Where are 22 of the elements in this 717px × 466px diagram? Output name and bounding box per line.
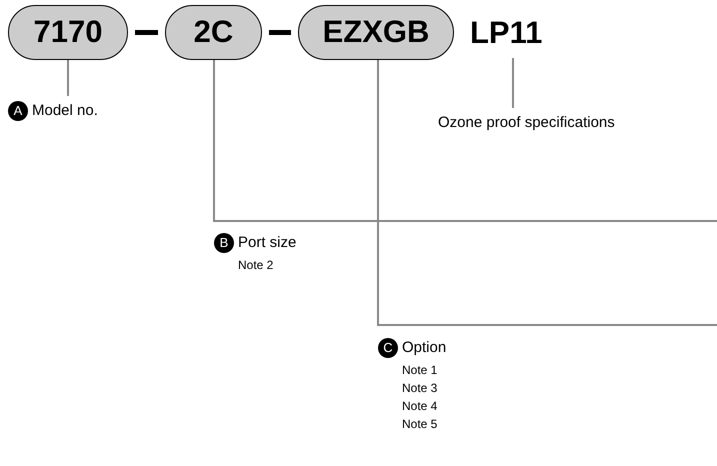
note-reference: Note 3	[402, 380, 438, 397]
code-segment-pill: 2C	[165, 5, 262, 60]
hyphen-bar	[269, 30, 291, 35]
note-reference: Note 5	[402, 416, 438, 433]
code-segment-pill: 7170	[8, 5, 128, 60]
annotation-text: Ozone proof specifications	[438, 110, 678, 136]
hyphen-bar	[135, 30, 158, 35]
note-reference: Note 4	[402, 398, 438, 415]
leader-line	[377, 60, 717, 326]
callout-letter: A	[8, 101, 28, 121]
leader-line	[213, 60, 717, 222]
field-heading: Option	[402, 338, 446, 358]
callout-letter: B	[214, 233, 234, 253]
code-segment-pill: EZXGB	[298, 5, 454, 60]
leader-line	[512, 58, 514, 108]
note-reference: Note 1	[402, 362, 438, 379]
leader-line	[67, 60, 69, 96]
field-heading: Model no.	[32, 101, 98, 121]
code-suffix: LP11	[470, 10, 556, 56]
field-heading: Port size	[238, 233, 296, 253]
callout-letter: C	[378, 338, 398, 358]
note-reference: Note 2	[238, 257, 274, 274]
